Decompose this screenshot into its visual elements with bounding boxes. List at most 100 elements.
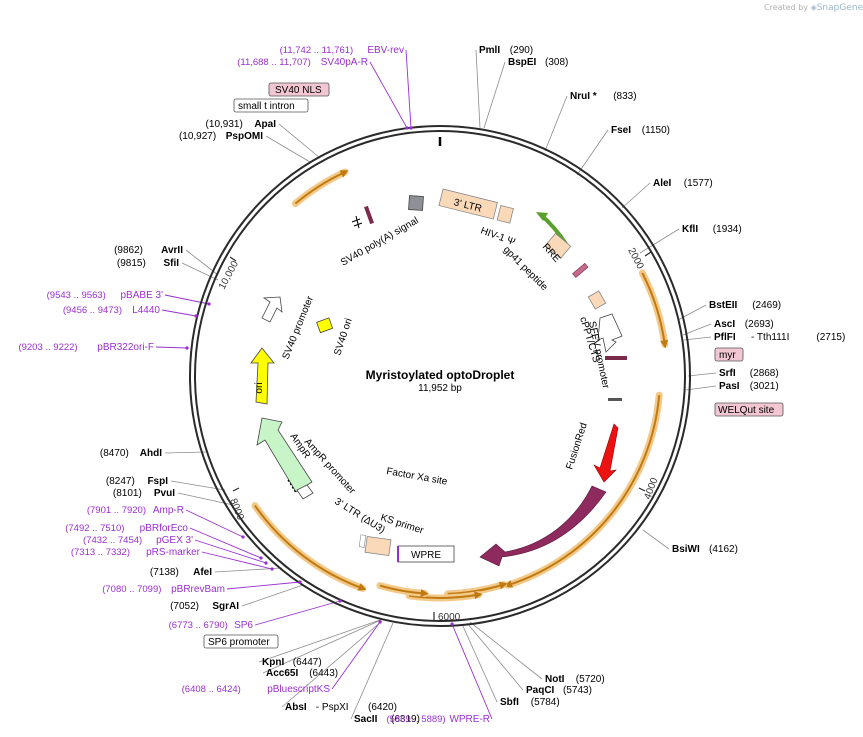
nls-box	[364, 205, 374, 225]
primer-name[interactable]: pBRrevBam	[171, 584, 225, 595]
small-t-label[interactable]: small t intron	[238, 101, 295, 112]
enzyme-name[interactable]: ApaI	[254, 119, 276, 130]
primer-leader	[226, 581, 301, 590]
enzyme-position: (3021)	[750, 381, 779, 392]
primer-range: (11,688 .. 11,707)	[237, 57, 311, 68]
enzyme-leader	[278, 123, 321, 159]
cppt-box	[587, 290, 607, 310]
enzyme-name[interactable]: FseI	[611, 125, 631, 136]
snapgene-logo-icon: ◈	[810, 3, 817, 12]
enzyme-leader	[621, 182, 651, 209]
enzyme-name[interactable]: AfeI	[193, 567, 212, 578]
enzyme-name[interactable]: AscI	[714, 319, 735, 330]
enzyme-name[interactable]: PasI	[719, 381, 740, 392]
primer-leader	[369, 61, 408, 129]
enzyme-name[interactable]: SgrAI	[212, 601, 239, 612]
enzyme-name[interactable]: NotI	[545, 674, 565, 685]
sv40-nls-label[interactable]: SV40 NLS	[275, 85, 322, 96]
primer-name[interactable]: WPRE-R	[449, 714, 490, 725]
enzyme-leader	[544, 95, 568, 152]
sffv-arrow[interactable]	[597, 313, 623, 353]
primer-site-marker	[264, 561, 268, 565]
enzyme-position: (290)	[510, 45, 533, 56]
enzyme-name[interactable]: NruI *	[570, 91, 597, 102]
orf-arc[interactable]	[641, 272, 666, 345]
enzyme-position: (6447)	[293, 657, 322, 668]
enzyme-name[interactable]: SrfI	[719, 368, 736, 379]
primer-leader	[331, 621, 381, 690]
enzyme-name[interactable]: AvrII	[161, 245, 183, 256]
enzyme-name[interactable]: BstEII	[709, 300, 738, 311]
enzyme-position: (6319)	[391, 714, 420, 725]
primer-name[interactable]: pBluescriptKS	[267, 684, 330, 695]
welqut-label[interactable]: WELQut site	[718, 405, 775, 416]
enzyme-name[interactable]: PspOMI	[226, 131, 263, 142]
primer-name[interactable]: pBABE 3'	[121, 290, 164, 301]
orf-arrowhead	[420, 589, 429, 598]
primer-name[interactable]: SV40pA-R	[321, 57, 368, 68]
enzyme-name[interactable]: SacII	[354, 714, 378, 725]
primer-leader	[161, 309, 197, 317]
cry2phr-arrow[interactable]	[479, 485, 607, 567]
enzyme-name[interactable]: PaqCI	[526, 685, 555, 696]
primer-name[interactable]: pGEX 3'	[156, 535, 193, 546]
grey-element	[408, 195, 424, 211]
primer-range: (6773 .. 6790)	[169, 620, 228, 631]
enzyme-name[interactable]: PvuI	[154, 488, 175, 499]
enzyme-name[interactable]: AhdI	[140, 448, 162, 459]
sv40-ori-box[interactable]	[316, 317, 334, 334]
small-t-icon	[351, 215, 363, 229]
enzyme-position: (8470)	[100, 448, 129, 459]
primer-name[interactable]: pBRforEco	[140, 523, 189, 534]
enzyme-name[interactable]: SbfI	[500, 697, 519, 708]
enzyme-position: (2868)	[750, 368, 779, 379]
enzyme-name[interactable]: AleI	[653, 178, 672, 189]
primer-name[interactable]: Amp-R	[153, 505, 184, 516]
enzyme-leader	[262, 619, 382, 674]
fusionred-arrow[interactable]	[593, 423, 619, 483]
enzyme-name[interactable]: BspEI	[508, 57, 537, 68]
enzyme-name[interactable]: KpnI	[262, 657, 284, 668]
sp6-promoter-label[interactable]: SP6 promoter	[208, 637, 270, 648]
orf-arc[interactable]	[507, 395, 661, 587]
primer-site-marker	[241, 535, 245, 539]
primer-range: (7313 .. 7332)	[71, 547, 130, 558]
ori-label: ori	[254, 382, 265, 393]
enzyme-name[interactable]: PmlI	[479, 45, 500, 56]
sv40-promoter-arrow[interactable]	[261, 296, 283, 323]
enzyme-leader	[683, 336, 712, 341]
enzyme-leader	[576, 129, 609, 176]
enzyme-name[interactable]: PflFI	[714, 332, 736, 343]
enzyme-leader	[265, 135, 311, 163]
enzyme-position: (5743)	[563, 685, 592, 696]
enzyme-name[interactable]: SfiI	[163, 258, 179, 269]
sv40-ori-label: SV40 ori	[332, 317, 354, 357]
backbone-inner	[194, 130, 686, 622]
orf-arc[interactable]	[254, 505, 364, 590]
enzyme-leader	[466, 622, 524, 691]
tick-6000: 6000	[438, 612, 461, 623]
primer-name[interactable]: EBV-rev	[367, 45, 404, 56]
ltr-du3-box[interactable]	[364, 535, 392, 557]
primer-leader	[194, 539, 267, 564]
primer-site-marker	[378, 620, 382, 624]
enzyme-name[interactable]: FspI	[147, 476, 168, 487]
enzyme-position: - PspXI	[316, 702, 349, 713]
myr-label[interactable]: myr	[719, 350, 736, 361]
enzyme-name[interactable]: KflI	[682, 224, 698, 235]
enzyme-name[interactable]: BsiWI	[672, 544, 700, 555]
enzyme-name[interactable]: AbsI	[285, 702, 307, 713]
ori-arrow[interactable]	[250, 347, 275, 405]
primer-range: (9543 .. 9563)	[47, 290, 106, 301]
orf-arrowhead	[660, 339, 669, 349]
primer-name[interactable]: pBR322ori-F	[97, 342, 154, 353]
enzyme-leader	[164, 451, 207, 454]
enzyme-name[interactable]: Acc65I	[266, 668, 298, 679]
ltr3-feature[interactable]: 3' LTR	[438, 188, 514, 224]
primer-range: (11,742 .. 11,761)	[280, 45, 354, 56]
ampr-promoter-box	[296, 484, 314, 500]
primer-name[interactable]: pRS-marker	[146, 547, 201, 558]
enzyme-position: (1150)	[642, 125, 670, 136]
primer-name[interactable]: L4440	[132, 305, 160, 316]
primer-name[interactable]: SP6	[234, 620, 253, 631]
